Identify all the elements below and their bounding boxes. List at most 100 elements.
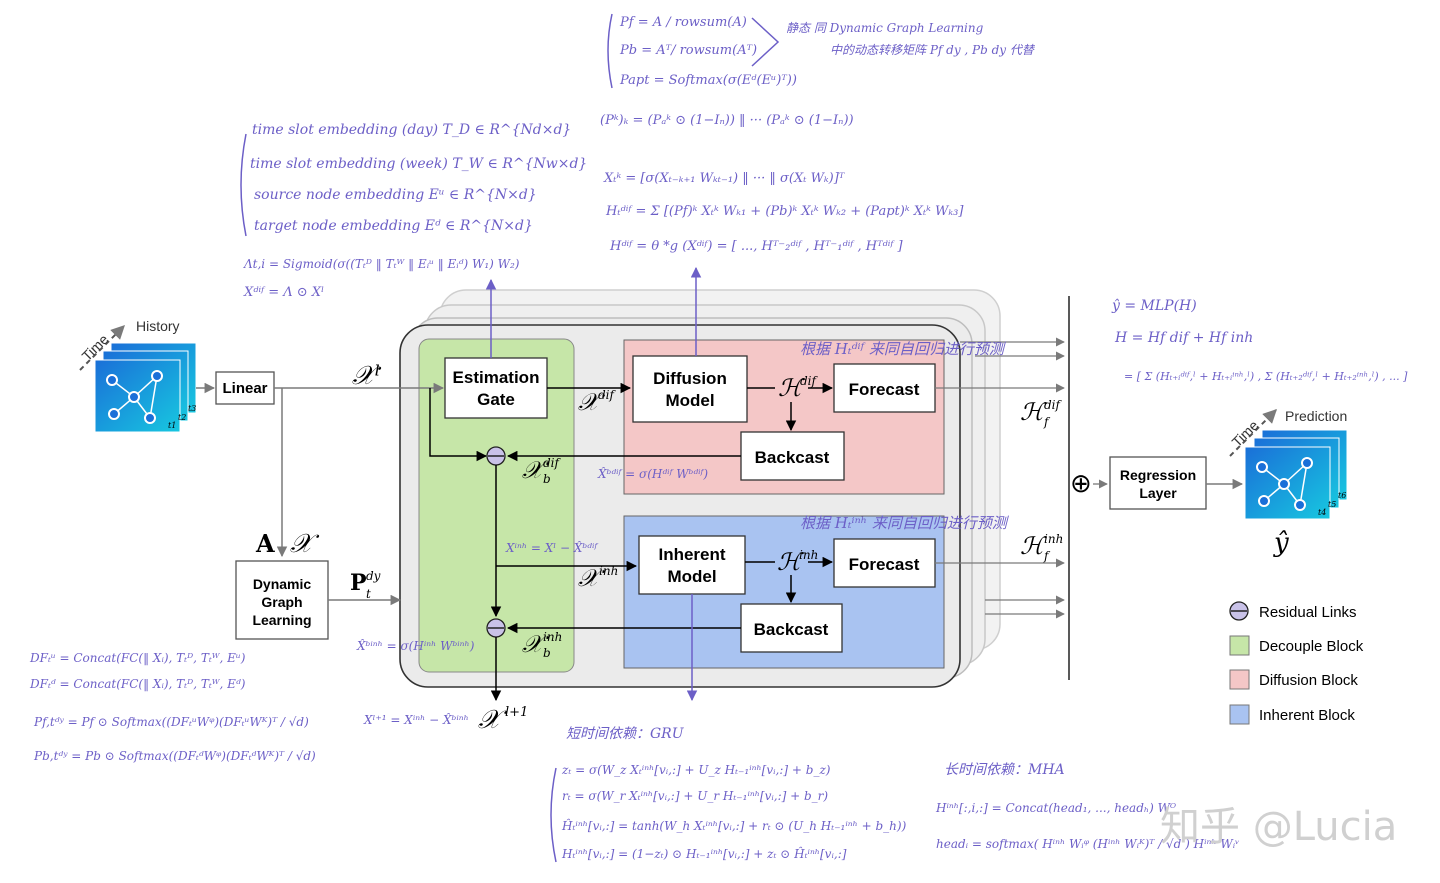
- svg-text:Residual Links: Residual Links: [1259, 604, 1357, 621]
- svg-text:短时间依赖：GRU: 短时间依赖：GRU: [566, 726, 685, 742]
- note-diffusion-forecast: 根据 Hₜᵈⁱᶠ 来同自回归进行预测: [800, 340, 1007, 358]
- t4-label: t4: [1318, 508, 1326, 517]
- inherent-label-2: Model: [667, 567, 716, 586]
- forecast-bottom-label: Forecast: [849, 555, 920, 574]
- svg-text:ŷ = MLP(H): ŷ = MLP(H): [1111, 297, 1197, 314]
- t3-label: t3: [188, 404, 196, 413]
- svg-text:静态 同 Dynamic Graph Learning: 静态 同 Dynamic Graph Learning: [786, 21, 984, 35]
- svg-text:Xₜᵏ = [σ(Xₜ₋ₖ₊₁ Wₖₜ₋₁) ‖ ··· ‖: Xₜᵏ = [σ(Xₜ₋ₖ₊₁ Wₖₜ₋₁) ‖ ··· ‖ σ(Xₜ Wₖ)]…: [603, 171, 845, 186]
- svg-text:Pf,tᵈʸ = Pf ⊙ Softmax((DFₜᵘWᵠ): Pf,tᵈʸ = Pf ⊙ Softmax((DFₜᵘWᵠ)(DFₜᵘWᴷ)ᵀ …: [33, 715, 309, 729]
- prediction-label: Prediction: [1285, 408, 1347, 424]
- svg-text:headᵢ = softmax( Hⁱⁿʰ Wᵢᵠ (Hⁱⁿ: headᵢ = softmax( Hⁱⁿʰ Wᵢᵠ (Hⁱⁿʰ Wᵢᴷ)ᵀ / …: [936, 837, 1240, 851]
- hf-dif-symbol: ℋ dif f: [1020, 398, 1063, 429]
- svg-text:ℋ: ℋ: [777, 548, 804, 576]
- svg-text:f: f: [1043, 415, 1051, 429]
- note-transition-matrices: Pf = A / rowsum(A) Pb = Aᵀ/ rowsum(Aᵀ) P…: [607, 13, 1036, 89]
- svg-text:Xᵈⁱᶠ = Λ ⊙ Xˡ: Xᵈⁱᶠ = Λ ⊙ Xˡ: [243, 285, 324, 300]
- note-backcast-dif: X̂ᵇᵈⁱᶠ = σ(Hᵈⁱᶠ Wᵇᵈⁱᶠ): [597, 466, 708, 481]
- svg-text:l+1: l+1: [505, 705, 528, 720]
- svg-text:Pf = A / rowsum(A): Pf = A / rowsum(A): [619, 15, 747, 30]
- legend-decouple: Decouple Block: [1229, 635, 1364, 656]
- svg-text:长时间依赖：MHA: 长时间依赖：MHA: [944, 762, 1065, 778]
- svg-text:time slot embedding (week) T_: time slot embedding (week) T_W ∈ R^{Nw×d…: [250, 156, 587, 172]
- svg-text:Papt = Softmax(σ(Eᵈ(Eᵘ)ᵀ)): Papt = Softmax(σ(Eᵈ(Eᵘ)ᵀ)): [619, 73, 797, 88]
- forecast-top-label: Forecast: [849, 380, 920, 399]
- note-pk: (Pᵏ)ₖ = (Pₐᵏ ⊙ (1−Iₙ)) ‖ ··· (Pₐᵏ ⊙ (1−I…: [600, 113, 854, 128]
- dgl-label-3: Learning: [252, 612, 311, 628]
- y-hat-symbol: ŷ: [1273, 528, 1289, 558]
- note-mha: 长时间依赖：MHA Hⁱⁿʰ[:,i,:] = Concat(head₁, ..…: [935, 762, 1240, 851]
- svg-text:b: b: [543, 646, 551, 660]
- svg-text:dif: dif: [598, 388, 617, 402]
- p-dy-symbol: P dy t: [350, 569, 381, 601]
- note-inh-residual: Xⁱⁿʰ = Xˡ − X̂ᵇᵈⁱᶠ: [505, 540, 598, 555]
- svg-text:𝒳: 𝒳: [478, 705, 508, 735]
- svg-text:inh: inh: [799, 548, 818, 562]
- diffusion-model-box: [632, 355, 748, 423]
- note-dgl-equations: DFₜᵘ = Concat(FC(‖ Xᵢ), Tₜᴰ, Tₜᵂ, Eᵘ) DF…: [29, 651, 316, 763]
- note-embeddings: time slot embedding (day) T_D ∈ R^{Nd×d}…: [240, 122, 587, 237]
- backcast-bottom-label: Backcast: [754, 620, 829, 639]
- svg-text:ℋ: ℋ: [1020, 398, 1047, 426]
- residual-node-bottom: [486, 618, 506, 638]
- x-next-symbol: 𝒳 l+1: [478, 705, 528, 735]
- h-dif-symbol: ℋ dif: [778, 374, 819, 402]
- backcast-box-top: [740, 431, 845, 481]
- svg-text:P: P: [350, 570, 367, 596]
- legend: Residual Links Decouple Block Diffusion …: [1229, 601, 1364, 725]
- svg-text:Hₜᵈⁱᶠ = Σ [(Pf)ᵏ Xₜᵏ Wₖ₁ + (Pb: Hₜᵈⁱᶠ = Σ [(Pf)ᵏ Xₜᵏ Wₖ₁ + (Pb)ᵏ Xₜᵏ Wₖ₂…: [605, 204, 964, 219]
- svg-text:Pb = Aᵀ/ rowsum(Aᵀ): Pb = Aᵀ/ rowsum(Aᵀ): [619, 43, 757, 58]
- note-gru: 短时间依赖：GRU zₜ = σ(W_z Xₜⁱⁿʰ[vᵢ,:] + U_z H…: [550, 726, 907, 863]
- svg-text:中的动态转移矩阵 Pf dy , Pb dy 代替: 中的动态转移矩阵 Pf dy , Pb dy 代替: [830, 43, 1036, 57]
- a-symbol: A: [255, 529, 275, 558]
- svg-text:dy: dy: [366, 569, 381, 583]
- legend-residual: Residual Links: [1229, 601, 1357, 621]
- history-graph-stack: t1 t2 t3: [94, 342, 197, 433]
- svg-text:dif: dif: [800, 374, 819, 388]
- inherent-label-1: Inherent: [658, 545, 725, 564]
- t2-label: t2: [178, 413, 186, 422]
- estimation-gate-box: [444, 357, 548, 419]
- prediction-graph-stack: t4 t5 t6: [1244, 429, 1348, 520]
- svg-text:Hᵈⁱᶠ = θ *g (Xᵈⁱᶠ) = [ ..., Hᵀ: Hᵈⁱᶠ = θ *g (Xᵈⁱᶠ) = [ ..., Hᵀ⁻₂ᵈⁱᶠ , Hᵀ…: [609, 239, 903, 254]
- watermark: 知乎 @Lucia: [1160, 804, 1397, 850]
- forecast-box-bottom: [833, 538, 936, 588]
- hf-inh-symbol: ℋ inh f: [1020, 532, 1063, 563]
- svg-text:t: t: [366, 587, 371, 601]
- estimation-label-1: Estimation: [453, 368, 540, 387]
- svg-text:DFₜᵈ = Concat(FC(‖ Xᵢ), Tₜᴰ, T: DFₜᵈ = Concat(FC(‖ Xᵢ), Tₜᴰ, Tₜᵂ, Eᵈ): [29, 677, 246, 691]
- svg-text:Inherent Block: Inherent Block: [1259, 707, 1355, 724]
- svg-text:Λt,i = Sigmoid(σ((Tₜᴰ ‖ Tₜᵂ ‖: Λt,i = Sigmoid(σ((Tₜᴰ ‖ Tₜᵂ ‖ Eᵢᵘ ‖ Eᵢᵈ)…: [243, 257, 520, 271]
- linear-box: [215, 371, 275, 405]
- svg-text:time slot embedding (day) T_: time slot embedding (day) T_D ∈ R^{Nd×d}: [252, 122, 571, 138]
- svg-text:target node embedding Eᵈ ∈ R: target node embedding Eᵈ ∈ R^{N×d}: [254, 218, 533, 234]
- legend-inherent: Inherent Block: [1229, 704, 1355, 725]
- svg-text:Ĥₜⁱⁿʰ[vᵢ,:] = tanh(W_h Xₜⁱⁿʰ[v: Ĥₜⁱⁿʰ[vᵢ,:] = tanh(W_h Xₜⁱⁿʰ[vᵢ,:] + rₜ …: [561, 818, 907, 833]
- x-l-symbol: 𝒳ˡ: [352, 361, 382, 391]
- backcast-box-bottom: [740, 603, 843, 653]
- svg-text:Decouple Block: Decouple Block: [1259, 638, 1364, 655]
- linear-label: Linear: [222, 380, 267, 397]
- regression-layer-box: [1109, 456, 1207, 510]
- svg-text:inh: inh: [543, 630, 562, 644]
- svg-text:ℋ: ℋ: [778, 374, 805, 402]
- svg-text:f: f: [1043, 549, 1051, 563]
- oplus-symbol: ⊕: [1070, 469, 1092, 499]
- h-inh-symbol: ℋ inh: [777, 548, 818, 576]
- history-label: History: [136, 318, 180, 334]
- note-output-equations: ŷ = MLP(H) H = Hf dif + Hf inh = [ Σ (Hₜ…: [1111, 297, 1408, 383]
- svg-text:DFₜᵘ = Concat(FC(‖ Xᵢ), Tₜᴰ, T: DFₜᵘ = Concat(FC(‖ Xᵢ), Tₜᴰ, Tₜᵂ, Eᵘ): [29, 651, 246, 665]
- svg-text:b: b: [543, 472, 551, 486]
- svg-text:rₜ = σ(W_r Xₜⁱⁿʰ[vᵢ,:] + U_r H: rₜ = σ(W_r Xₜⁱⁿʰ[vᵢ,:] + U_r Hₜ₋₁ⁱⁿʰ[vᵢ,…: [562, 789, 828, 803]
- estimation-label-2: Gate: [477, 390, 515, 409]
- dgl-label-2: Graph: [261, 594, 302, 610]
- note-inherent-forecast: 根据 Hₜⁱⁿʰ 来同自回归进行预测: [800, 514, 1010, 532]
- svg-text:H = Hf dif + Hf inh: H = Hf dif + Hf inh: [1114, 330, 1253, 346]
- diffusion-label-1: Diffusion: [653, 369, 727, 388]
- note-backcast-inh: X̂ᵇⁱⁿʰ = σ(Hⁱⁿʰ Wᵇⁱⁿʰ): [356, 638, 475, 653]
- svg-text:zₜ = σ(W_z Xₜⁱⁿʰ[vᵢ,:] + U_z H: zₜ = σ(W_z Xₜⁱⁿʰ[vᵢ,:] + U_z Hₜ₋₁ⁱⁿʰ[vᵢ,…: [561, 763, 831, 777]
- forecast-box-top: [833, 363, 936, 413]
- note-gate-equations: Λt,i = Sigmoid(σ((Tₜᴰ ‖ Tₜᵂ ‖ Eᵢᵘ ‖ Eᵢᵈ)…: [243, 257, 520, 300]
